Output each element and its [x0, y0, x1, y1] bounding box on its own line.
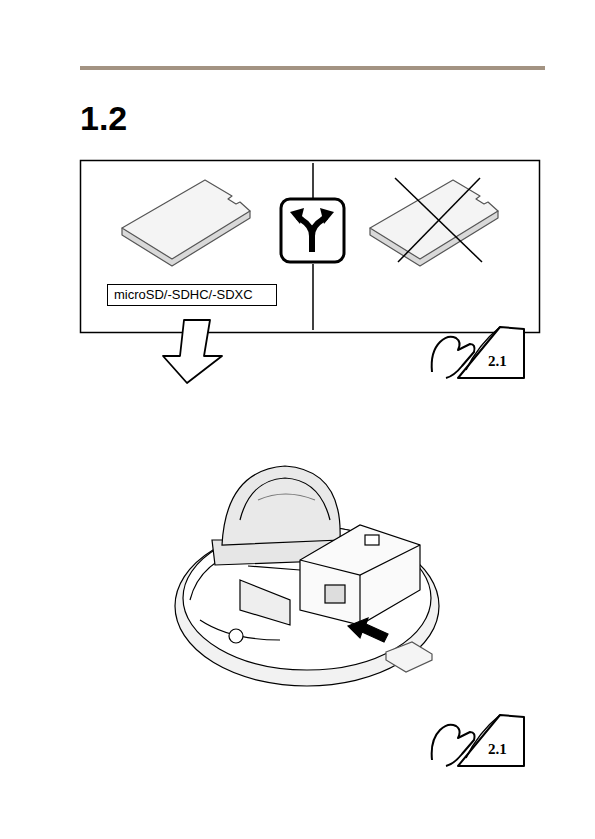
box-label: microSD/-SDHC/-SDXC — [114, 287, 270, 303]
page-turn-icon — [432, 715, 524, 766]
continue-arrow — [163, 320, 222, 383]
page-reference: 2.1 — [487, 740, 508, 758]
header-rule — [80, 66, 545, 70]
page-turn-icon — [432, 327, 524, 378]
sd-card-crossed — [370, 178, 498, 266]
camera-illustration — [175, 466, 439, 686]
section-number: 1.2 — [80, 98, 127, 138]
choice-icon — [281, 199, 344, 262]
sd-card — [122, 180, 250, 266]
choice-frame — [81, 161, 540, 333]
label-box: microSD/-SDHC/-SDXC — [107, 284, 277, 306]
page-reference: 2.1 — [487, 352, 508, 370]
